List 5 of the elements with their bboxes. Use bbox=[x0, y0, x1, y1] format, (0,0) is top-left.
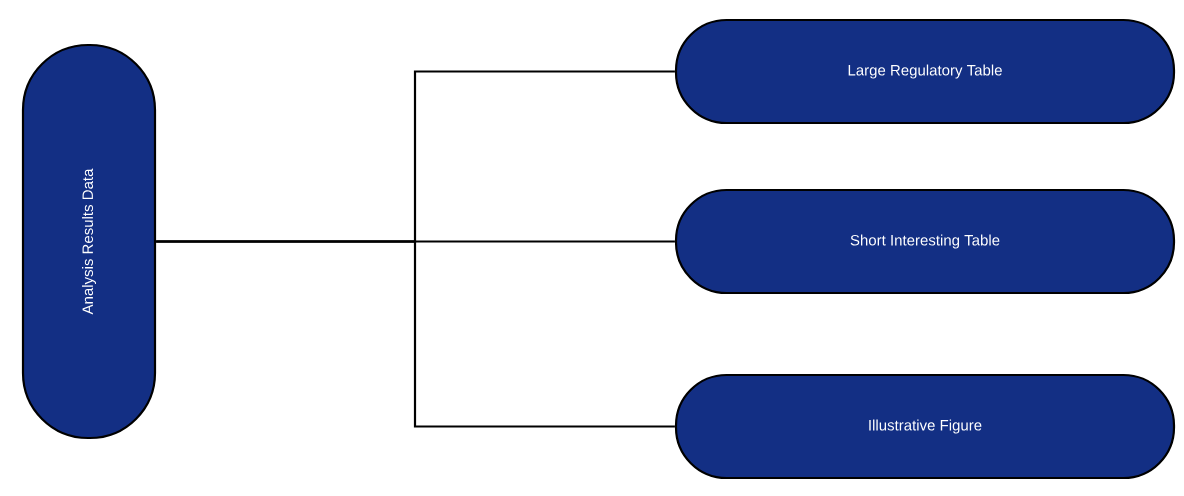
connector-line bbox=[156, 240, 675, 428]
pill-box: Illustrative Figure bbox=[674, 373, 1176, 480]
pill-box: Short Interesting Table bbox=[674, 188, 1176, 295]
pill-box: Analysis Results Data bbox=[21, 43, 157, 440]
pill-box: Large Regulatory Table bbox=[674, 18, 1176, 125]
